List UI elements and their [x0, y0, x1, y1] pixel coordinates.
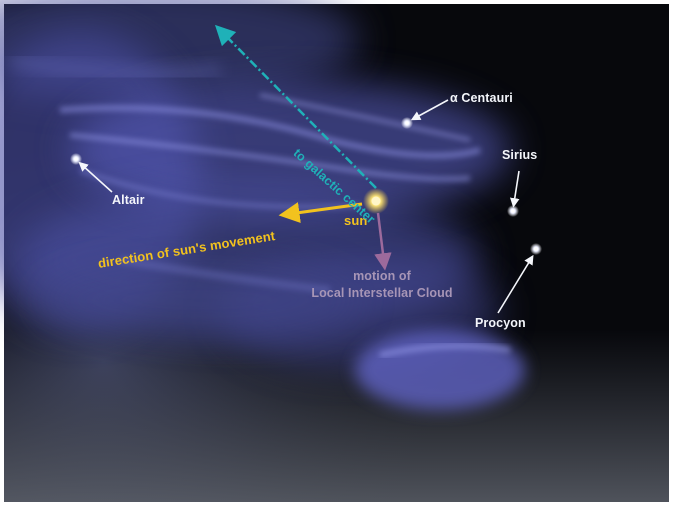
- star-alpha-centauri: [401, 117, 413, 129]
- procyon-pointer: [497, 254, 534, 314]
- label-lic-motion-line2: Local Interstellar Cloud: [311, 286, 453, 300]
- star-sirius: [507, 205, 519, 217]
- star-procyon: [530, 243, 542, 255]
- alpha-centauri-pointer: [410, 99, 449, 121]
- sirius-pointer: [509, 170, 520, 208]
- label-altair: Altair: [112, 193, 145, 207]
- label-sirius: Sirius: [502, 148, 538, 162]
- label-sun: sun: [344, 213, 368, 228]
- label-procyon: Procyon: [475, 316, 526, 330]
- altair-pointer: [78, 161, 113, 193]
- label-alpha-centauri: α Centauri: [450, 91, 513, 105]
- star-altair: [70, 153, 82, 165]
- label-lic-motion-line1: motion of: [353, 269, 411, 283]
- sun-marker: [363, 188, 389, 214]
- label-lic-motion: motion of Local Interstellar Cloud: [296, 268, 468, 302]
- lic-motion-arrow: [374, 212, 392, 271]
- galactic-center-arrow: [214, 24, 377, 189]
- sun-movement-arrow: [278, 202, 363, 223]
